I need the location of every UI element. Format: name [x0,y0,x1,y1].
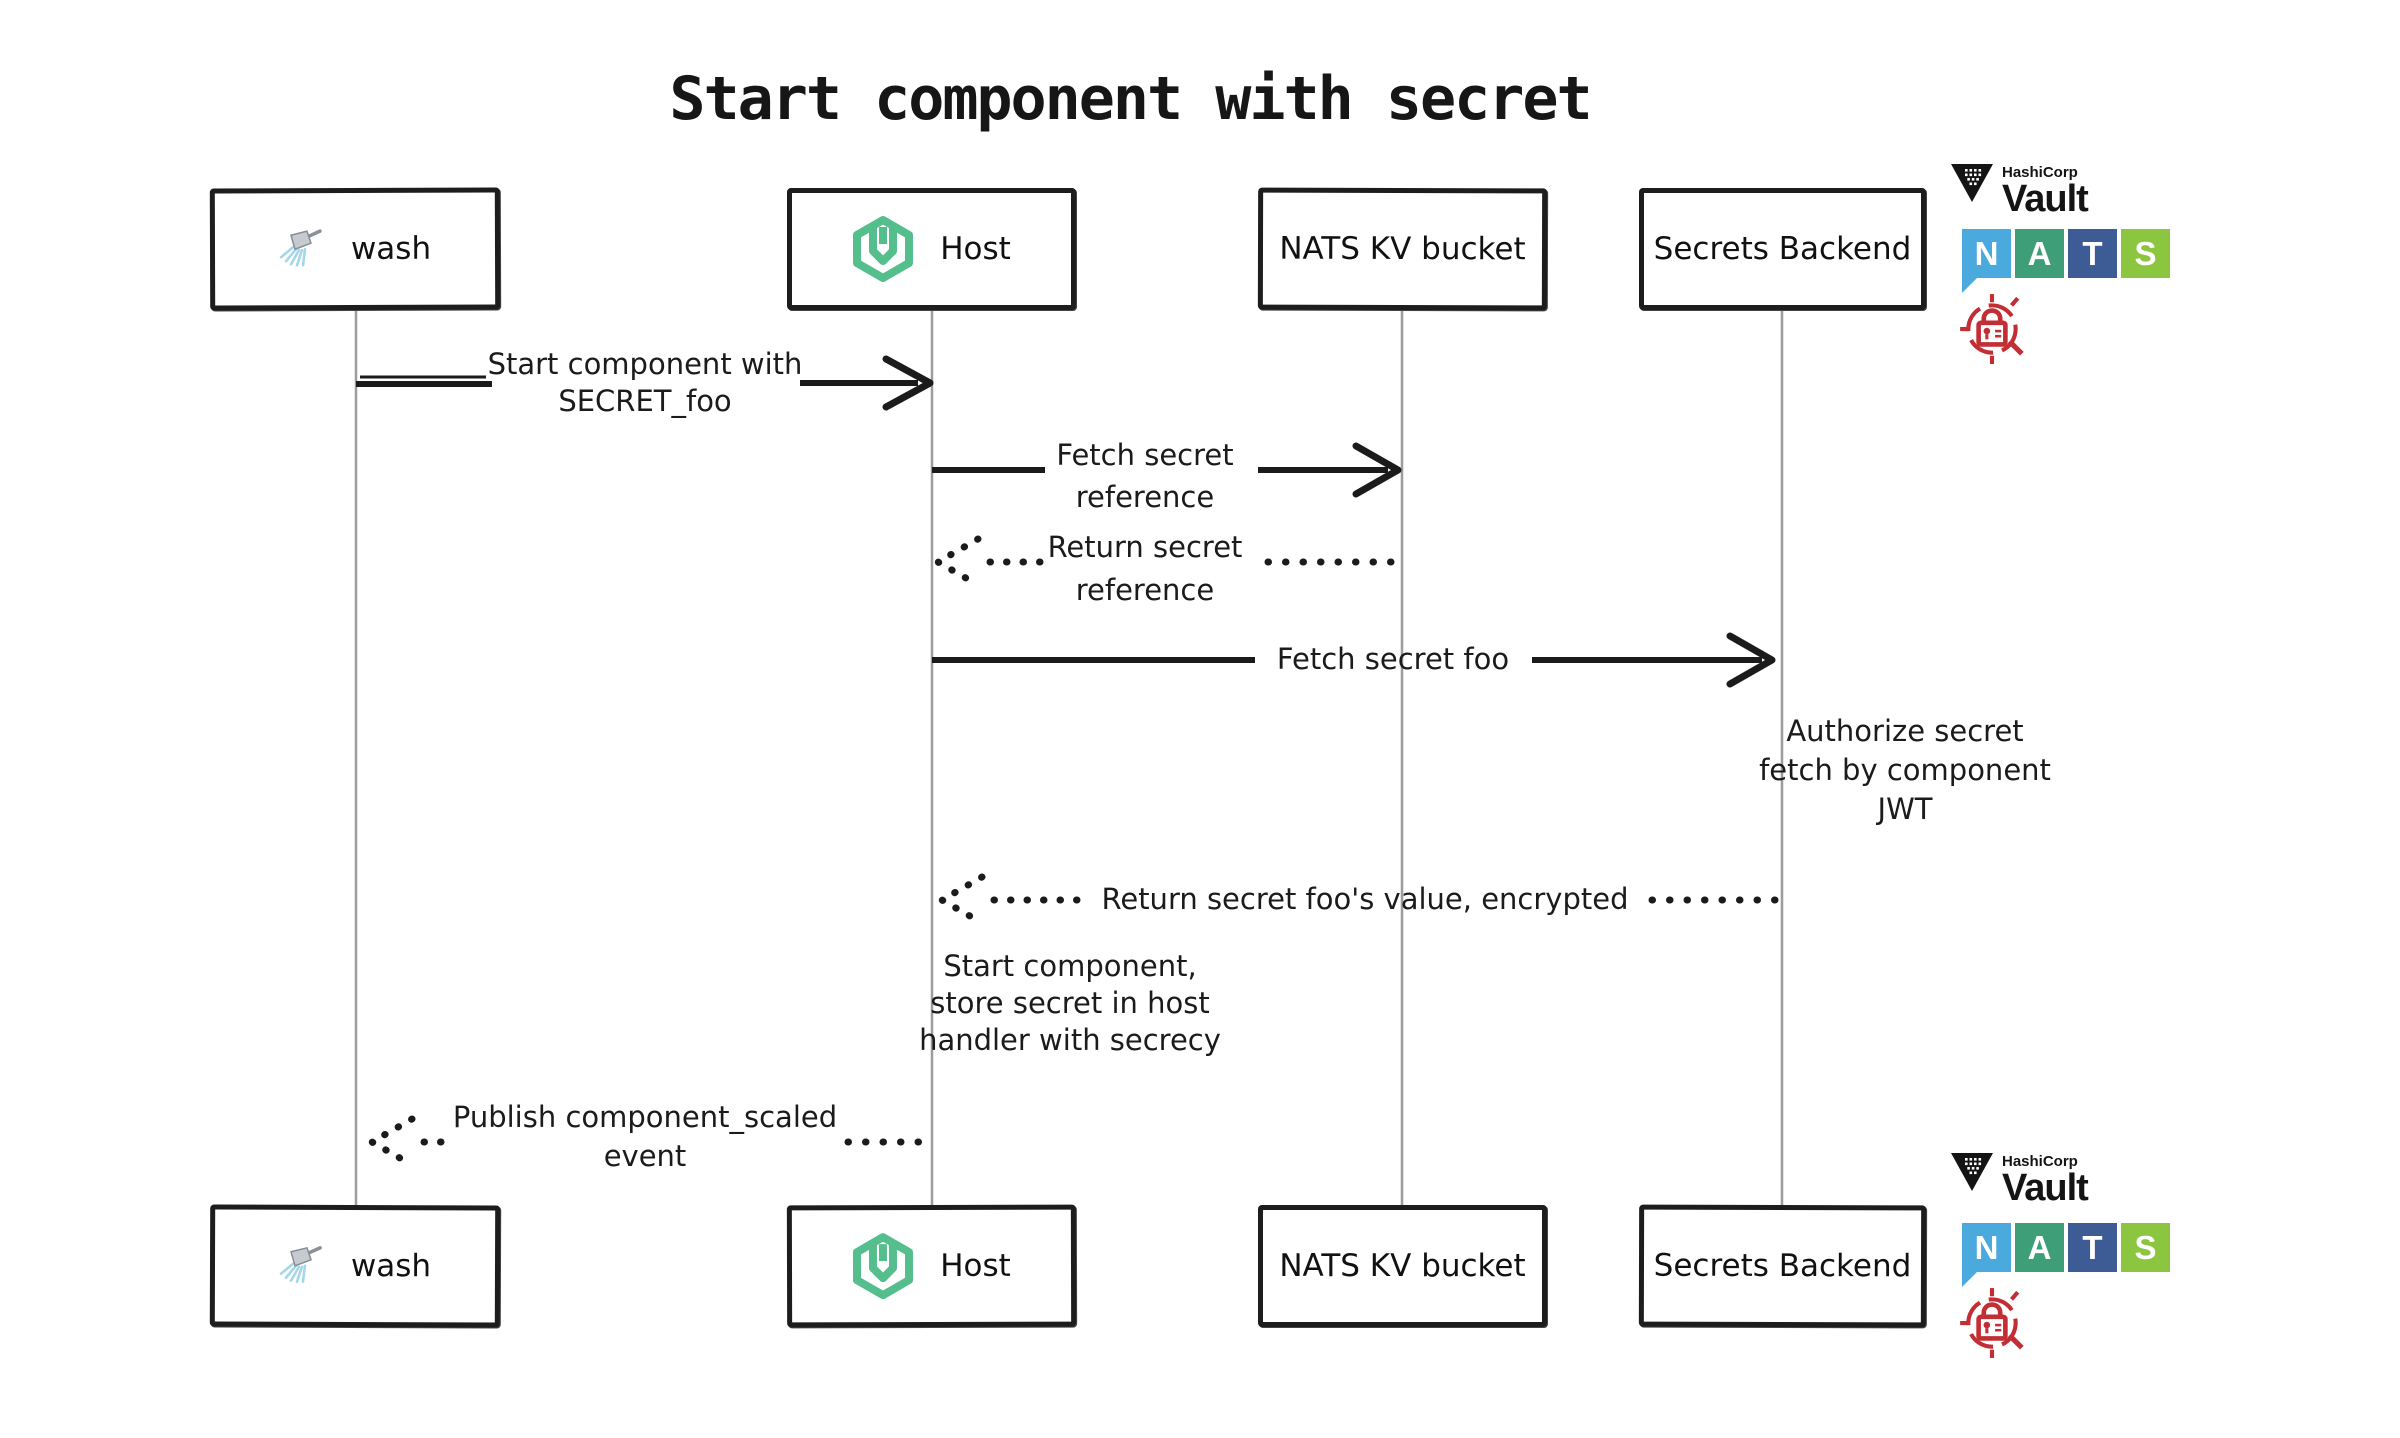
nats-letter-tile: S [2121,229,2170,278]
arrowhead [1726,632,1776,688]
message-arrow-start-component [356,355,934,411]
nats-logo: N A T S [1962,1223,2170,1287]
vault-company-label: HashiCorp [2002,1153,2078,1170]
nats-letter: N [1974,234,1999,272]
actor-host-bottom: Host [786,1204,1077,1328]
actor-nats-kv-bottom: NATS KV bucket [1258,1205,1547,1327]
nats-letter-tile: T [2068,1223,2117,1272]
nats-letter: T [2082,234,2103,272]
nats-letter-tile: A [2015,229,2064,278]
vault-company-label: HashiCorp [2002,164,2078,181]
nats-letter: S [2134,234,2157,272]
note-start-component-store-secret: Start component, store secret in host ha… [905,948,1235,1059]
arrowhead [882,355,934,411]
nats-letter: S [2134,1228,2157,1266]
label-line: Return secret [1047,530,1243,564]
message-label-fetch-secret-foo: Fetch secret foo [1276,642,1510,676]
actor-label: Host [940,1247,1011,1284]
actor-secrets-backend-bottom: Secrets Backend [1638,1204,1927,1328]
nats-letter: A [2027,234,2052,272]
lock-target-icon [1958,1286,2026,1362]
nats-letter: A [2027,1228,2052,1266]
vault-triangle-icon [1950,1152,1994,1198]
actor-label: wash [350,230,432,268]
message-label-publish-component-scaled: Publish component_scaled event [450,1098,840,1176]
nats-speech-tail [1962,278,1977,293]
message-arrow-return-secret-reference [934,535,1404,589]
nats-letter-tile: N [1962,229,2011,293]
note-line: JWT [1877,792,1933,826]
label-line: Start component with [487,347,803,381]
actor-wash-bottom: wash [209,1204,501,1328]
wasmcloud-host-icon [852,1233,914,1300]
message-label-return-secret-value: Return secret foo's value, encrypted [1101,882,1629,916]
message-arrow-publish-component-scaled [368,1115,932,1169]
nats-letter-tile: T [2068,229,2117,278]
message-arrow-return-secret-value [938,873,1782,927]
actor-label: Host [940,231,1011,267]
message-label-fetch-secret-reference: Fetch secret reference [985,434,1305,518]
arrowhead [1352,442,1402,498]
lock-target-icon [1958,292,2026,368]
label-line: reference [1075,573,1215,607]
actor-label: NATS KV bucket [1279,1248,1526,1284]
label-line: SECRET_foo [558,384,732,418]
nats-letter: T [2082,1228,2103,1266]
vault-triangle-icon [1950,163,1994,209]
lifelines [354,308,1784,1205]
message-arrow-fetch-secret-reference [932,442,1402,498]
note-line: fetch by component [1759,753,2051,787]
label-line: event [603,1139,687,1173]
nats-speech-tail [1962,1272,1977,1287]
note-authorize-secret-fetch: Authorize secret fetch by component JWT [1740,712,2070,829]
vault-product-label: Vault [2002,1167,2089,1209]
note-line: Authorize secret [1786,714,2024,748]
message-label-start-component: Start component with SECRET_foo [465,346,825,420]
message-label-return-secret-reference: Return secret reference [985,526,1305,612]
arrowhead-dotted [938,873,986,927]
note-line: handler with secrecy [919,1023,1221,1057]
nats-letter: N [1974,1228,1999,1266]
label-line: Fetch secret [1056,438,1234,472]
label-line: Publish component_scaled [452,1100,838,1134]
message-arrow-fetch-secret-foo [932,632,1776,688]
note-line: store secret in host [930,986,1210,1020]
diagram-title: Start component with secret [669,64,1592,134]
hashicorp-vault-logo: HashiCorp Vault [1950,1152,2089,1209]
actor-wash-top: wash [209,187,501,311]
nats-logo: N A T S [1962,229,2170,293]
note-line: Start component, [943,949,1197,983]
label-line: reference [1075,480,1215,514]
nats-letter-tile: S [2121,1223,2170,1272]
actor-nats-kv-top: NATS KV bucket [1257,187,1548,311]
actor-label: NATS KV bucket [1279,230,1526,268]
wasmcloud-host-icon [852,216,914,282]
shower-icon [279,1245,325,1287]
actor-secrets-backend-top: Secrets Backend [1639,188,1926,310]
actor-host-top: Host [787,188,1076,310]
shower-icon [279,228,325,270]
hashicorp-vault-logo: HashiCorp Vault [1950,163,2089,220]
actor-label: Secrets Backend [1653,231,1912,267]
arrowhead-dotted [368,1115,416,1169]
nats-letter-tile: A [2015,1223,2064,1272]
actor-label: Secrets Backend [1653,1247,1912,1285]
nats-letter-tile: N [1962,1223,2011,1287]
actor-label: wash [350,1247,432,1285]
arrowhead-dotted [934,535,982,589]
vault-product-label: Vault [2002,178,2089,220]
